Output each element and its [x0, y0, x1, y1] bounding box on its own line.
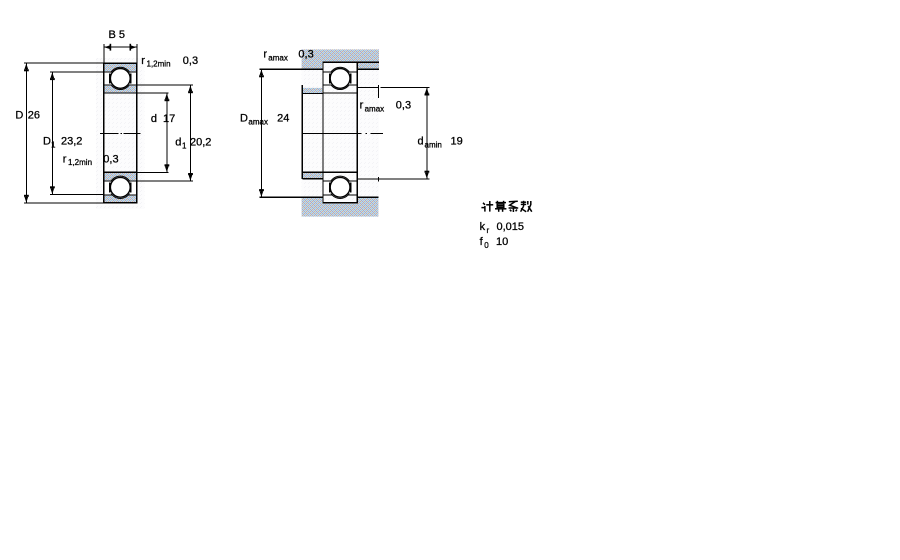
svg-text:d: d	[151, 113, 157, 125]
svg-text:k: k	[480, 221, 486, 233]
svg-text:20,2: 20,2	[190, 136, 211, 148]
svg-text:0: 0	[484, 241, 489, 250]
svg-text:r: r	[263, 48, 267, 60]
svg-text:amax: amax	[268, 53, 288, 62]
svg-text:r: r	[141, 55, 145, 67]
svg-text:0,3: 0,3	[183, 55, 198, 67]
svg-text:1,2min: 1,2min	[68, 158, 92, 167]
svg-text:0,3: 0,3	[396, 100, 411, 112]
svg-text:amax: amax	[248, 118, 268, 127]
svg-text:amax: amax	[365, 105, 385, 114]
svg-text:amin: amin	[425, 141, 442, 150]
svg-text:d: d	[418, 136, 424, 148]
svg-text:17: 17	[163, 113, 175, 125]
svg-text:1: 1	[182, 141, 187, 150]
svg-text:0,3: 0,3	[298, 48, 313, 60]
svg-text:B 5: B 5	[109, 29, 126, 41]
svg-text:D: D	[240, 113, 248, 125]
svg-text:r: r	[360, 100, 364, 112]
svg-text:D: D	[15, 110, 23, 122]
svg-text:f: f	[480, 236, 484, 248]
svg-text:24: 24	[277, 113, 289, 125]
svg-text:0,3: 0,3	[103, 153, 118, 165]
svg-text:26: 26	[28, 110, 40, 122]
svg-text:1: 1	[51, 141, 56, 150]
svg-text:10: 10	[496, 236, 508, 248]
svg-text:r: r	[487, 226, 490, 235]
svg-text:19: 19	[451, 136, 463, 148]
svg-text:0,015: 0,015	[497, 221, 525, 233]
svg-text:r: r	[63, 153, 67, 165]
svg-text:d: d	[175, 136, 181, 148]
svg-text:1,2min: 1,2min	[147, 60, 171, 69]
svg-text:23,2: 23,2	[61, 136, 82, 148]
svg-text:D: D	[43, 136, 51, 148]
